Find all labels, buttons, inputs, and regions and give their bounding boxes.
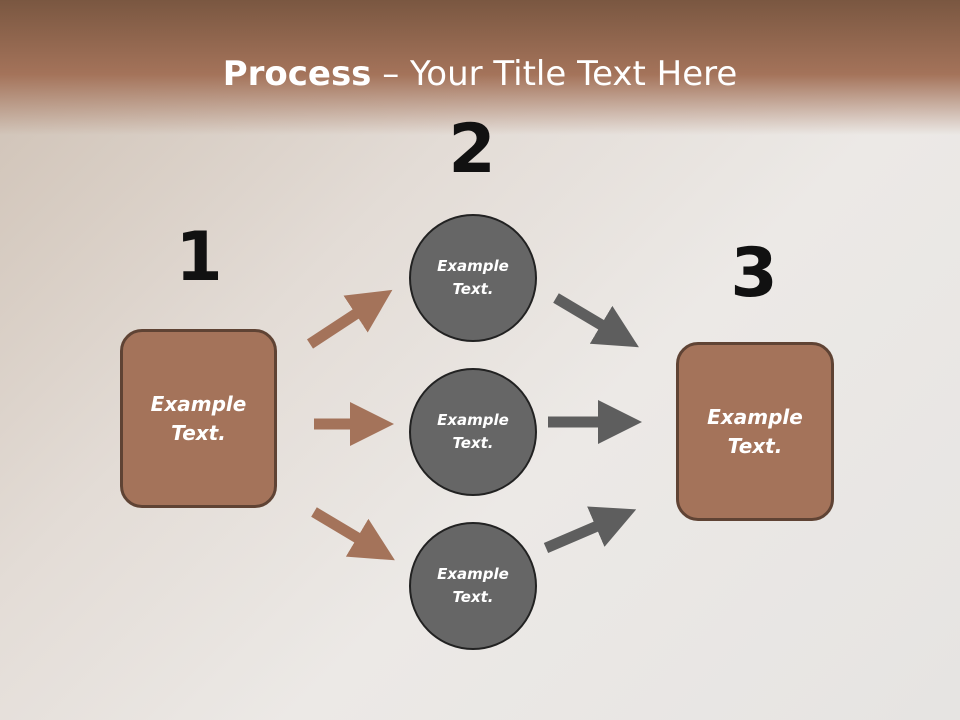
step-3-text: Example Text. (707, 404, 803, 458)
step-1-box: Example Text. (120, 329, 277, 508)
circle-bottom-text: Example Text. (437, 565, 509, 606)
slide-title: Process – Your Title Text Here (0, 52, 960, 96)
step-number-2: 2 (448, 110, 496, 189)
step-number-3: 3 (730, 234, 778, 313)
circle-middle-text: Example Text. (437, 411, 509, 452)
title-rest: – Your Title Text Here (371, 54, 738, 94)
arrow-circle-top-to-3 (553, 293, 639, 348)
arrow-1-to-circle-bottom (311, 507, 395, 561)
title-bold: Process (222, 54, 372, 94)
step-1-text: Example Text. (150, 391, 247, 445)
circle-top-text: Example Text. (437, 257, 509, 298)
arrow-1-to-circle-top (306, 289, 393, 349)
step-2-circle-middle: Example Text. (409, 368, 537, 496)
step-2-circle-top: Example Text. (409, 214, 537, 342)
step-2-circle-bottom: Example Text. (409, 522, 537, 650)
title-band (0, 0, 960, 135)
step-3-box: Example Text. (676, 342, 834, 521)
arrow-circle-bottom-to-3 (543, 506, 637, 554)
step-number-1: 1 (175, 218, 223, 297)
